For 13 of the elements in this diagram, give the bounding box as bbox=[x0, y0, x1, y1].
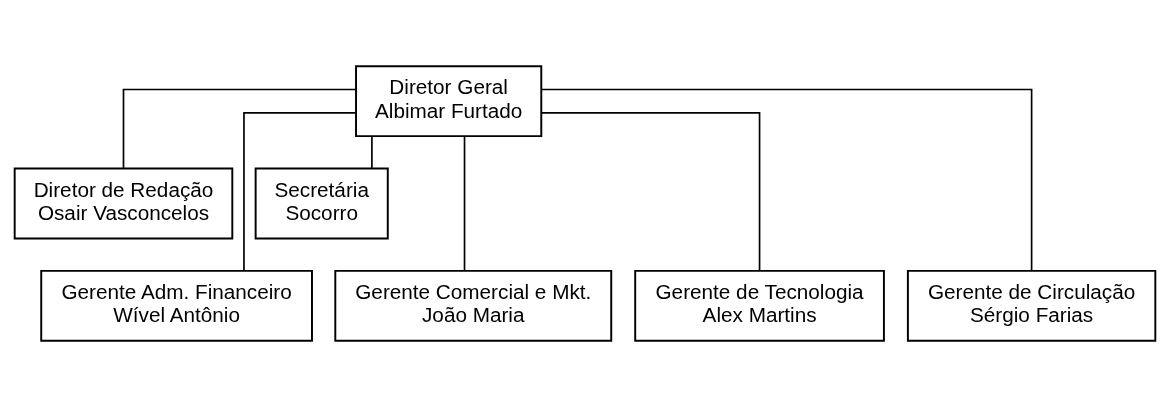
connector bbox=[122, 88, 357, 169]
node-box: Gerente de Circulação Sérgio Farias bbox=[906, 269, 1157, 342]
connector bbox=[463, 135, 466, 272]
node-box: Diretor de Redação Osair Vasconcelos bbox=[13, 167, 234, 239]
node-box: Secretária Socorro bbox=[254, 167, 389, 239]
connector bbox=[243, 111, 357, 271]
node-box: Gerente Comercial e Mkt. João Maria bbox=[334, 269, 613, 342]
node-box: Diretor Geral Albimar Furtado bbox=[355, 64, 543, 137]
node-box: Gerente Adm. Financeiro Wível Antônio bbox=[40, 269, 313, 342]
connector bbox=[540, 88, 1033, 271]
node-box: Gerente de Tecnologia Alex Martins bbox=[634, 269, 885, 342]
connector bbox=[371, 135, 373, 169]
connector bbox=[540, 111, 761, 271]
